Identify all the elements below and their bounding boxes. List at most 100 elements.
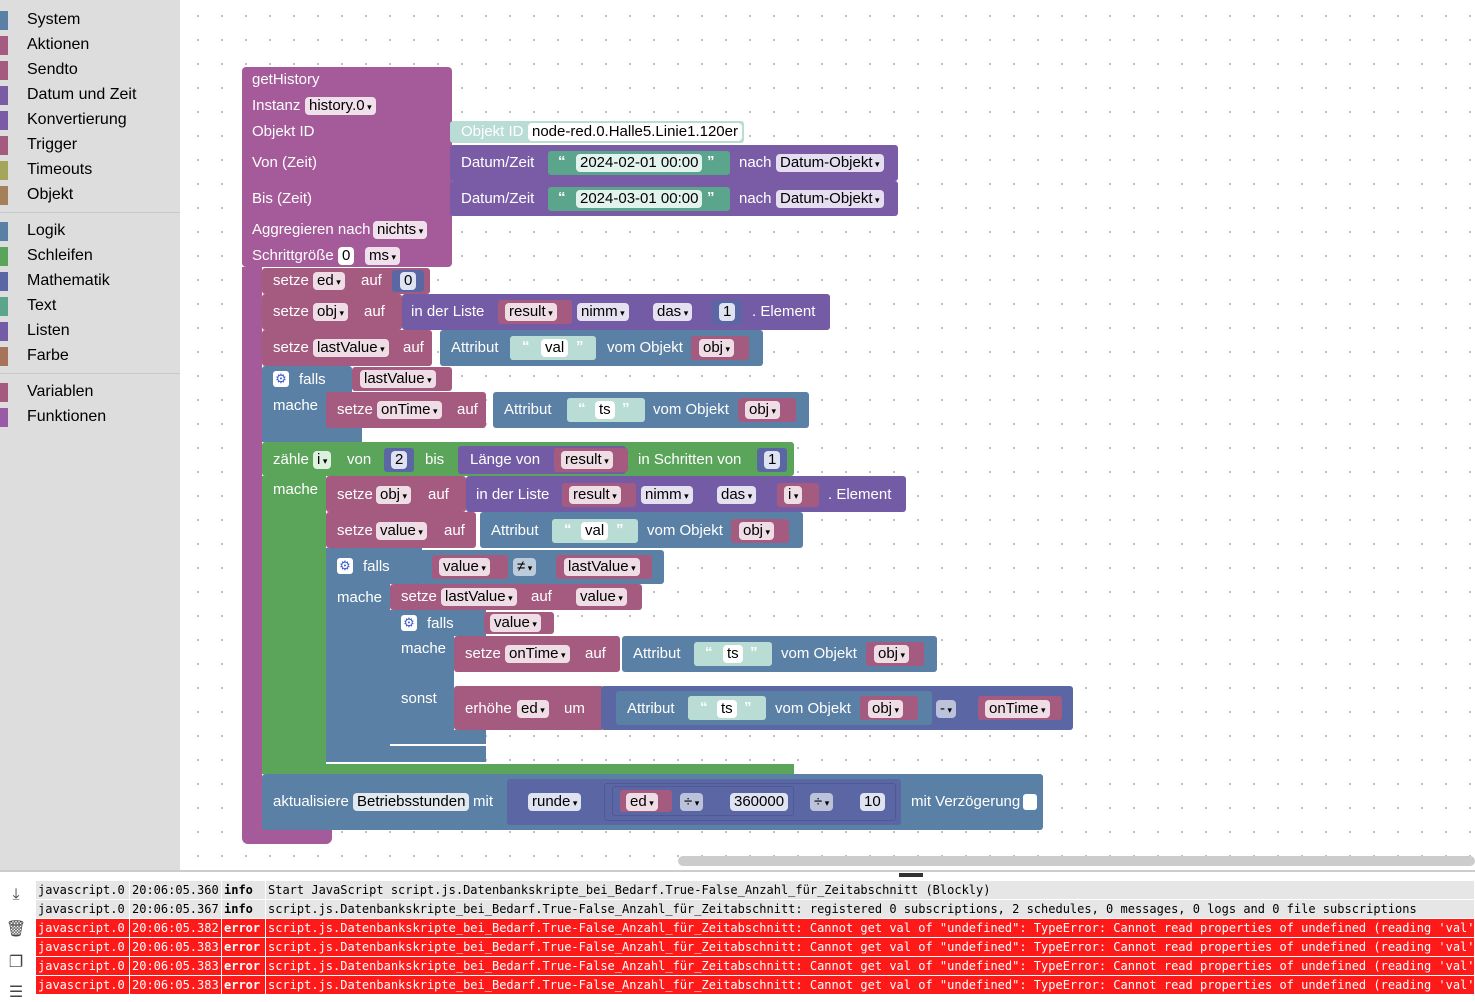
blockly-workspace[interactable]: getHistory Instanz history.0 Objekt ID V… (180, 0, 1475, 870)
splitter-handle[interactable] (899, 873, 923, 877)
category-trigger[interactable]: Trigger (0, 133, 180, 158)
runde-dropdown[interactable]: runde (528, 793, 582, 811)
var-value-dropdown[interactable]: value (376, 522, 427, 540)
download-icon[interactable]: ⤓ (12, 886, 20, 903)
category-variablen[interactable]: Variablen (0, 380, 180, 405)
gear-icon[interactable]: ⚙ (401, 615, 417, 631)
var-lastvalue-dropdown[interactable]: lastValue (564, 558, 640, 576)
datumobjekt-dropdown-2[interactable]: Datum-Objekt (776, 190, 884, 208)
category-objekt[interactable]: Objekt (0, 183, 180, 208)
date-value-2[interactable]: 2024-03-01 00:00 (576, 190, 703, 208)
datumobjekt-dropdown-1[interactable]: Datum-Objekt (776, 154, 884, 172)
var-i-dropdown[interactable]: i (784, 486, 803, 504)
var-lastvalue-dropdown[interactable]: lastValue (441, 588, 517, 606)
das-dropdown[interactable]: das (653, 303, 693, 321)
var-value-dropdown[interactable]: value (490, 614, 541, 632)
var-value-dropdown[interactable]: value (439, 558, 490, 576)
schrittgroesse-unit-dropdown[interactable]: ms (365, 247, 401, 265)
var-lastvalue-dropdown[interactable]: lastValue (360, 370, 436, 388)
number-360000[interactable]: 360000 (730, 793, 789, 811)
list-icon[interactable]: ☰ (8, 984, 24, 1001)
operator-div-dropdown[interactable]: ÷ (810, 793, 834, 811)
number-1[interactable]: 1 (764, 451, 781, 469)
attribut-label: Attribut (504, 401, 552, 418)
operator-div-dropdown[interactable]: ÷ (680, 793, 704, 811)
delay-checkbox[interactable] (1023, 794, 1037, 810)
log-src: javascript.0 (36, 919, 130, 937)
category-funktionen[interactable]: Funktionen (0, 405, 180, 430)
quote-open-icon: “ (564, 521, 572, 538)
var-obj-dropdown[interactable]: obj (739, 522, 775, 540)
var-result-dropdown[interactable]: result (505, 303, 557, 321)
string-val[interactable]: val (581, 522, 609, 540)
category-listen[interactable]: Listen (0, 319, 180, 344)
var-ed-dropdown[interactable]: ed (517, 700, 549, 718)
category-sendto[interactable]: Sendto (0, 58, 180, 83)
string-ts[interactable]: ts (595, 401, 615, 419)
var-obj-dropdown[interactable]: obj (313, 303, 349, 321)
das-dropdown[interactable]: das (717, 486, 757, 504)
date-value-1[interactable]: 2024-02-01 00:00 (576, 154, 703, 172)
number-0[interactable]: 0 (400, 272, 417, 290)
var-obj-dropdown[interactable]: obj (745, 401, 781, 419)
category-logik[interactable]: Logik (0, 219, 180, 244)
string-ts[interactable]: ts (723, 645, 743, 663)
instanz-dropdown[interactable]: history.0 (305, 97, 376, 115)
var-obj-dropdown[interactable]: obj (874, 645, 910, 663)
var-value-dropdown[interactable]: value (576, 588, 627, 606)
var-ed-dropdown[interactable]: ed (626, 793, 658, 811)
number-2[interactable]: 2 (391, 451, 408, 469)
category-aktionen[interactable]: Aktionen (0, 33, 180, 58)
category-color-bar (0, 36, 8, 55)
string-val[interactable]: val (541, 339, 569, 357)
category-farbe[interactable]: Farbe (0, 344, 180, 369)
var-ontime-dropdown[interactable]: onTime (985, 700, 1050, 718)
zaehle-label: zähle (273, 451, 309, 468)
log-msg: Start JavaScript script.js.Datenbankskri… (266, 881, 1475, 899)
var-ontime-dropdown[interactable]: onTime (377, 401, 442, 419)
operator-neq-dropdown[interactable]: ≠ (513, 558, 537, 576)
var-obj-dropdown[interactable]: obj (699, 339, 735, 357)
betriebsstunden-field[interactable]: Betriebsstunden (353, 793, 470, 811)
category-color-bar (0, 297, 8, 316)
category-timeouts[interactable]: Timeouts (0, 158, 180, 183)
number-10[interactable]: 10 (860, 793, 885, 811)
var-i-dropdown[interactable]: i (313, 451, 332, 469)
objektid-value[interactable]: node-red.0.Halle5.Linie1.120er (528, 123, 742, 141)
schrittgroesse-input[interactable]: 0 (338, 247, 355, 265)
string-ts[interactable]: ts (717, 700, 737, 718)
trash-icon[interactable]: 🗑 (5, 921, 27, 938)
gear-icon[interactable]: ⚙ (273, 371, 289, 387)
category-mathematik[interactable]: Mathematik (0, 269, 180, 294)
nimm-dropdown[interactable]: nimm (641, 486, 693, 504)
number-1[interactable]: 1 (719, 303, 736, 321)
var-obj-dropdown[interactable]: obj (868, 700, 904, 718)
horizontal-scrollbar[interactable] (678, 856, 1475, 866)
category-system[interactable]: System (0, 8, 180, 33)
var-obj-dropdown[interactable]: obj (376, 486, 412, 504)
sonst-label: sonst (401, 690, 437, 707)
gear-icon[interactable]: ⚙ (337, 558, 353, 574)
category-text[interactable]: Text (0, 294, 180, 319)
category-datum-und-zeit[interactable]: Datum und Zeit (0, 83, 180, 108)
quote-open-icon: “ (522, 338, 530, 355)
copy-icon[interactable]: ❐ (8, 954, 24, 971)
var-result-dropdown[interactable]: result (561, 451, 613, 469)
aggregieren-dropdown[interactable]: nichts (373, 221, 428, 239)
category-color-bar (0, 322, 8, 341)
var-ed-dropdown[interactable]: ed (313, 272, 345, 290)
category-label: Funktionen (27, 408, 107, 425)
category-schleifen[interactable]: Schleifen (0, 244, 180, 269)
var-ontime-dropdown[interactable]: onTime (505, 645, 570, 663)
var-lastvalue-dropdown[interactable]: lastValue (313, 339, 389, 357)
operator-minus-dropdown[interactable]: - (936, 700, 957, 718)
category-konvertierung[interactable]: Konvertierung (0, 108, 180, 133)
var-result-dropdown[interactable]: result (569, 486, 621, 504)
nimm-dropdown[interactable]: nimm (577, 303, 629, 321)
